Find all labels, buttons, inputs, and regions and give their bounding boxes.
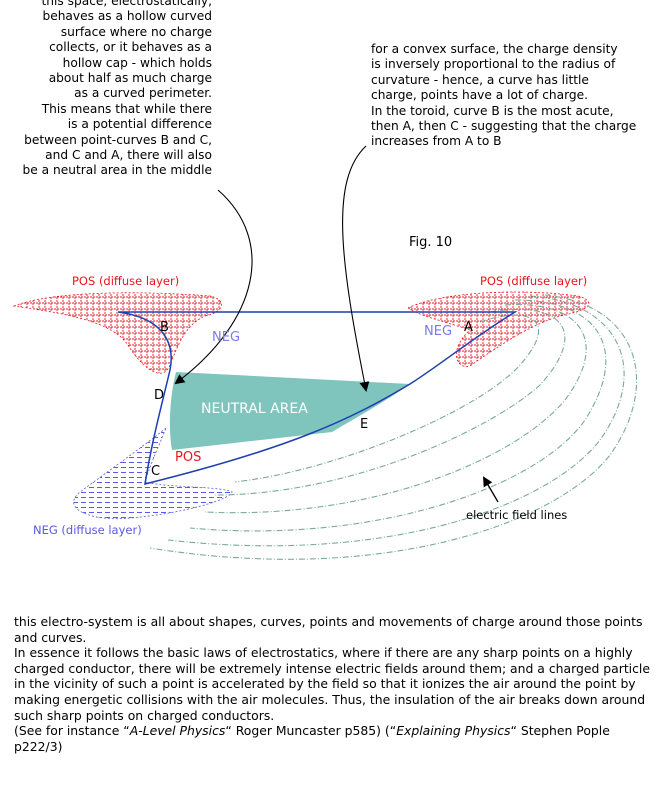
figure-title: Fig. 10: [409, 235, 452, 250]
note-line: be a neutral area in the middle: [22, 163, 212, 178]
body-paragraph: this electro-system is all about shapes,…: [14, 614, 643, 645]
pointer-arrow-left: [174, 189, 253, 385]
reference-text: “ Roger Muncaster p585) (“: [225, 723, 397, 739]
note-line: behaves as a hollow curved: [42, 9, 212, 24]
body-text: this electro-system is all about shapes,…: [14, 614, 654, 754]
note-line: is inversely proportional to the radius …: [371, 57, 616, 72]
note-line: curvature - hence, a curve has little: [371, 72, 589, 87]
toroid-diagram: Fig. 10 POS (diffuse layer) POS (diffuse…: [12, 145, 638, 560]
field-line: [234, 314, 540, 483]
toroid-outline: [117, 311, 518, 486]
note-line: as a curved perimeter.: [74, 86, 212, 101]
note-line: increases from A to B: [371, 134, 502, 149]
point-d-label: D: [154, 388, 164, 403]
reference-line: (See for instance “A-Level Physics“ Roge…: [14, 723, 654, 754]
point-c-label: C: [151, 464, 160, 479]
field-line: [149, 294, 638, 560]
note-line: for a convex surface, the charge density: [371, 42, 618, 56]
note-line: between point-curves B and C,: [24, 132, 212, 147]
note-line: In the toroid, curve B is the most acute…: [371, 103, 614, 118]
note-line: and C and A, there will also: [45, 148, 212, 163]
point-e-label: E: [360, 417, 368, 432]
note-line: is a potential difference: [67, 117, 212, 132]
pos-diffuse-left-label: POS (diffuse layer): [72, 274, 179, 288]
note-line: surface where no charge: [60, 24, 212, 39]
field-lines-label: electric field lines: [466, 508, 567, 522]
reference-text: “ Stephen Pople p222/3): [14, 723, 610, 754]
field-line: [204, 304, 587, 514]
field-line: [214, 308, 566, 496]
field-line: [167, 295, 625, 547]
pos-diffuse-right-label: POS (diffuse layer): [480, 274, 587, 288]
note-line: then A, then C - suggesting that the cha…: [371, 119, 637, 134]
pos-diffuse-layer-left: [12, 292, 222, 374]
note-line: hollow cap - which holds: [62, 55, 212, 70]
neg-diffuse-label: NEG (diffuse layer): [33, 523, 142, 537]
note-line: about half as much charge: [48, 71, 212, 86]
neg-left-label: NEG: [212, 330, 240, 345]
reference-text: (See for instance “: [14, 723, 130, 739]
reference-book-title: Explaining Physics: [396, 723, 511, 739]
note-line: this space, electrostatically,: [41, 0, 212, 8]
neg-right-label: NEG: [424, 324, 452, 339]
neutral-area-label: NEUTRAL AREA: [201, 401, 308, 417]
point-a-label: A: [464, 320, 473, 335]
note-line: collects, or it behaves as a: [49, 40, 212, 55]
right-annotation: for a convex surface, the charge density…: [371, 42, 636, 150]
field-lines-arrow: [482, 476, 499, 503]
note-line: charge, points have a lot of charge.: [371, 88, 589, 103]
field-line: [189, 299, 607, 532]
reference-book-title: A-Level Physics: [129, 723, 226, 739]
body-paragraph: In essence it follows the basic laws of …: [14, 645, 650, 723]
pos-diffuse-layer-right: [407, 291, 590, 367]
point-b-label: B: [160, 320, 169, 335]
neutral-area-band: [169, 372, 410, 450]
pointer-arrow-right: [342, 145, 370, 392]
electric-field-lines: [149, 294, 638, 560]
pos-center-label: POS: [175, 450, 201, 465]
note-line: This means that while there: [41, 101, 212, 116]
left-annotation: this space, electrostatically, behaves a…: [23, 0, 212, 179]
